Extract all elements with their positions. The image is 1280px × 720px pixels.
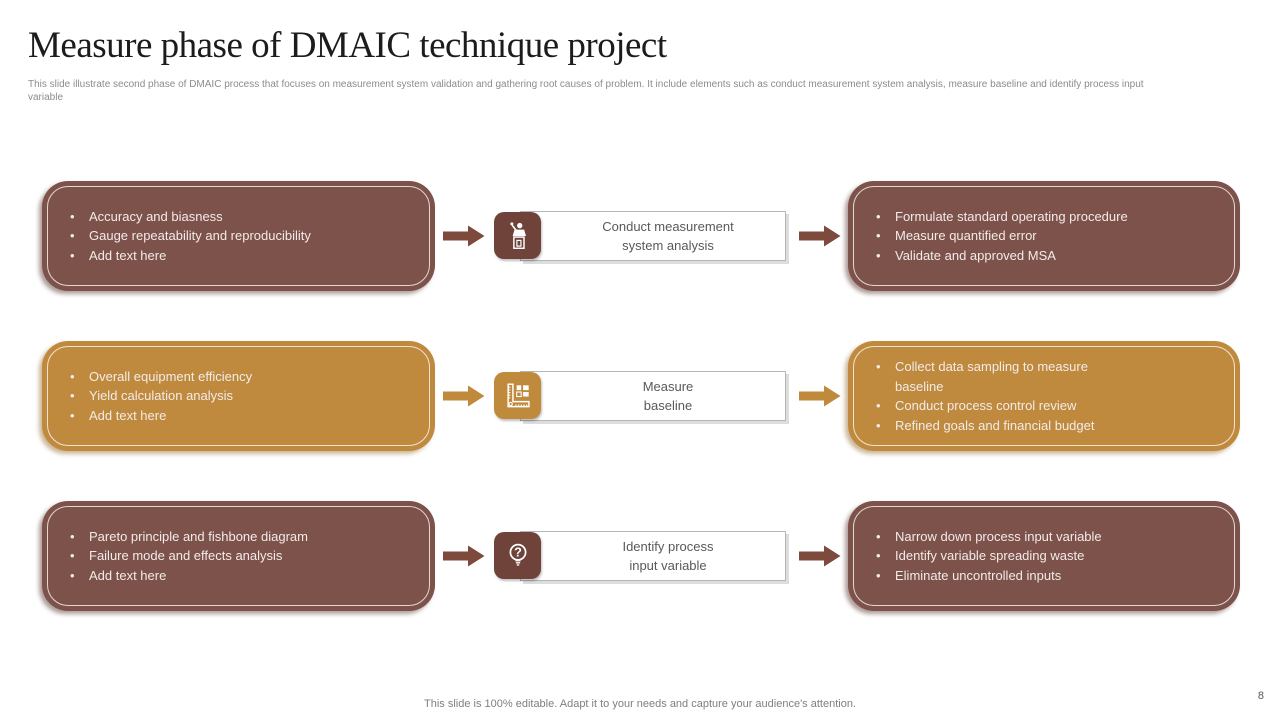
bullet-item: •Identify variable spreading waste [876, 546, 1218, 566]
bullet-item: •Failure mode and effects analysis [70, 546, 413, 566]
footer-note: This slide is 100% editable. Adapt it to… [424, 698, 856, 710]
right-output-box: •Collect data sampling to measure baseli… [848, 341, 1240, 451]
bullet-dot: • [876, 247, 881, 263]
bullet-dot: • [876, 359, 881, 374]
bullet-dot: • [876, 567, 881, 583]
step-label-box: Measure baseline [520, 371, 786, 421]
measuring-ruler-icon [494, 372, 541, 419]
bullet-list: •Collect data sampling to measure baseli… [848, 357, 1240, 435]
bullet-item: •Measure quantified error [876, 226, 1218, 246]
bullet-item: •Accuracy and biasness [70, 207, 413, 227]
bullet-dot: • [876, 398, 881, 413]
bullet-item: •Pareto principle and fishbone diagram [70, 527, 413, 547]
bullet-dot: • [70, 228, 75, 244]
flow-arrow-icon [443, 225, 485, 247]
bullet-item: •Add text here [70, 566, 413, 586]
slide-subtitle: This slide illustrate second phase of DM… [28, 79, 1144, 103]
flow-arrow-icon [799, 225, 841, 247]
bullet-item: •Conduct process control review [876, 396, 1218, 416]
bullet-list: •Formulate standard operating procedure … [848, 207, 1240, 266]
process-row-1: •Accuracy and biasness •Gauge repeatabil… [0, 181, 1280, 291]
bullet-list: •Overall equipment efficiency •Yield cal… [42, 367, 435, 426]
bullet-item: •Formulate standard operating procedure [876, 207, 1218, 227]
left-bullet-box: •Overall equipment efficiency •Yield cal… [42, 341, 435, 451]
step-label: Identify process input variable [622, 539, 714, 573]
step-label-box: Identify process input variable [520, 531, 786, 581]
bullet-dot: • [70, 528, 75, 544]
bullet-dot: • [70, 567, 75, 583]
bullet-dot: • [70, 208, 75, 224]
bullet-dot: • [70, 407, 75, 423]
step-label: Measure baseline [642, 379, 694, 413]
bullet-dot: • [70, 247, 75, 263]
process-row-2: •Overall equipment efficiency •Yield cal… [0, 341, 1280, 451]
flow-arrow-icon [443, 385, 485, 407]
slide-title: Measure phase of DMAIC technique project [28, 25, 667, 66]
bullet-item: •Validate and approved MSA [876, 246, 1218, 266]
bullet-dot: • [876, 528, 881, 544]
bullet-item: •Narrow down process input variable [876, 527, 1218, 547]
bullet-list: •Accuracy and biasness •Gauge repeatabil… [42, 207, 435, 266]
bullet-dot: • [70, 548, 75, 564]
bullet-item: •Add text here [70, 246, 413, 266]
bullet-dot: • [70, 388, 75, 404]
flow-arrow-icon [799, 385, 841, 407]
bullet-item: •Gauge repeatability and reproducibility [70, 226, 413, 246]
left-bullet-box: •Pareto principle and fishbone diagram •… [42, 501, 435, 611]
bullet-dot: • [876, 417, 881, 433]
process-row-3: •Pareto principle and fishbone diagram •… [0, 501, 1280, 611]
right-output-box: •Formulate standard operating procedure … [848, 181, 1240, 291]
step-label-box: Conduct measurement system analysis [520, 211, 786, 261]
bullet-item: •Overall equipment efficiency [70, 367, 413, 387]
bullet-dot: • [876, 228, 881, 244]
page-number: 8 [1257, 690, 1264, 702]
bullet-list: •Pareto principle and fishbone diagram •… [42, 527, 435, 586]
bullet-item: •Collect data sampling to measure baseli… [876, 357, 1218, 396]
bullet-item: •Yield calculation analysis [70, 386, 413, 406]
bullet-dot: • [876, 208, 881, 224]
flow-arrow-icon [799, 545, 841, 567]
bullet-item: •Refined goals and financial budget [876, 416, 1218, 436]
presenter-podium-icon [494, 212, 541, 259]
bullet-dot: • [70, 368, 75, 384]
flow-arrow-icon [443, 545, 485, 567]
svg-text:?: ? [514, 545, 522, 559]
step-label: Conduct measurement system analysis [602, 219, 734, 253]
bullet-dot: • [876, 548, 881, 564]
lightbulb-question-icon: ? [494, 532, 541, 579]
right-output-box: •Narrow down process input variable •Ide… [848, 501, 1240, 611]
left-bullet-box: •Accuracy and biasness •Gauge repeatabil… [42, 181, 435, 291]
bullet-list: •Narrow down process input variable •Ide… [848, 527, 1240, 586]
bullet-item: •Add text here [70, 406, 413, 426]
bullet-item: •Eliminate uncontrolled inputs [876, 566, 1218, 586]
